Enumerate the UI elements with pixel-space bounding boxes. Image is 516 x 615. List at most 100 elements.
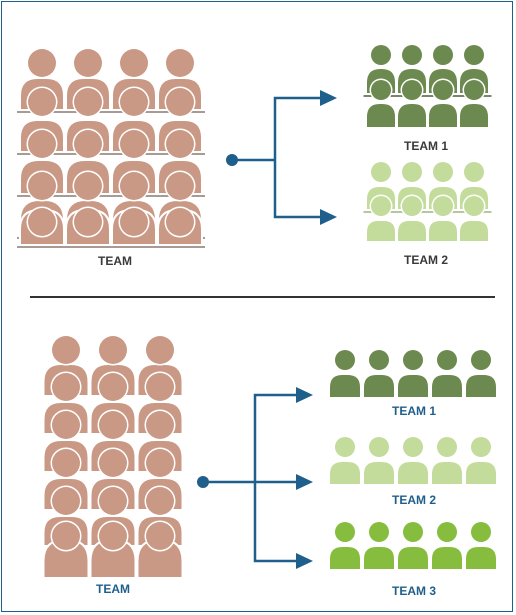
person-head xyxy=(146,522,174,550)
person-head xyxy=(28,49,56,77)
person-head xyxy=(402,80,422,100)
person-head xyxy=(146,373,174,401)
top-team-label: TEAM xyxy=(98,254,132,268)
person-head xyxy=(371,162,391,182)
person-head xyxy=(74,88,102,116)
person-head xyxy=(99,336,127,364)
person-head xyxy=(335,350,355,370)
person-head xyxy=(120,88,148,116)
person-head xyxy=(120,130,148,158)
person-head xyxy=(74,130,102,158)
bottom-connector xyxy=(203,393,298,563)
bottom-team-1-group xyxy=(328,348,498,399)
person-head xyxy=(166,130,194,158)
person-head xyxy=(166,88,194,116)
arrow-to-bottom-team-1 xyxy=(296,387,313,403)
bottom-team-label: TEAM xyxy=(96,582,130,596)
person-head xyxy=(28,172,56,200)
person-head xyxy=(166,208,194,236)
person-head xyxy=(52,336,80,364)
person-body xyxy=(430,460,464,486)
person-body xyxy=(362,460,396,486)
arrow-to-bottom-team-2 xyxy=(296,474,313,490)
person-head xyxy=(74,49,102,77)
person-head xyxy=(74,208,102,236)
person-head xyxy=(369,522,389,542)
person-head xyxy=(433,45,453,65)
person-body xyxy=(328,373,362,399)
person-head xyxy=(371,80,391,100)
person-head xyxy=(402,45,422,65)
person-head xyxy=(403,350,423,370)
person-head xyxy=(99,487,127,515)
person-body xyxy=(430,545,464,571)
person-head xyxy=(402,196,422,216)
person-head xyxy=(433,162,453,182)
person-body xyxy=(328,545,362,571)
person-head xyxy=(28,88,56,116)
person-head xyxy=(146,487,174,515)
person-head xyxy=(402,162,422,182)
person-head xyxy=(464,196,484,216)
bottom-team-group xyxy=(42,334,184,579)
top-team-2-row xyxy=(365,194,490,243)
person-head xyxy=(471,522,491,542)
top-team-2-group xyxy=(363,160,492,243)
person-head xyxy=(335,522,355,542)
person-head xyxy=(464,162,484,182)
arrow-to-bottom-team-3 xyxy=(296,553,313,569)
person-head xyxy=(120,49,148,77)
person-body xyxy=(464,460,498,486)
person-head xyxy=(99,373,127,401)
top-split-arrows xyxy=(226,90,337,225)
person-head xyxy=(464,80,484,100)
bottom-team-1-row xyxy=(328,348,498,399)
person-head xyxy=(369,437,389,457)
person-head xyxy=(146,411,174,439)
person-head xyxy=(52,522,80,550)
person-head xyxy=(52,411,80,439)
person-head xyxy=(437,522,457,542)
person-head xyxy=(120,172,148,200)
person-head xyxy=(371,196,391,216)
person-head xyxy=(99,449,127,477)
bottom-team-3-group xyxy=(328,520,498,571)
bottom-team-2-row xyxy=(328,435,498,486)
person-head xyxy=(166,172,194,200)
person-head xyxy=(433,196,453,216)
person-body xyxy=(396,460,430,486)
bottom-team-row xyxy=(42,520,184,579)
person-head xyxy=(74,172,102,200)
top-team-row xyxy=(17,206,205,248)
person-head xyxy=(146,449,174,477)
person-head xyxy=(166,49,194,77)
top-team-1-label: TEAM 1 xyxy=(404,139,448,153)
person-head xyxy=(335,437,355,457)
person-body xyxy=(464,373,498,399)
person-head xyxy=(433,80,453,100)
bottom-team-1-label: TEAM 1 xyxy=(392,404,436,418)
person-body xyxy=(362,545,396,571)
bottom-team-3-label: TEAM 3 xyxy=(392,584,436,598)
bottom-team-2-label: TEAM 2 xyxy=(392,493,436,507)
person-head xyxy=(403,522,423,542)
top-team-1-group xyxy=(363,43,492,129)
person-body xyxy=(464,545,498,571)
person-body xyxy=(362,373,396,399)
bottom-team-3-row xyxy=(328,520,498,571)
arrow-to-top-team-1 xyxy=(320,90,337,106)
top-team-group xyxy=(17,47,205,248)
person-body xyxy=(427,102,459,129)
person-body xyxy=(365,102,397,129)
person-head xyxy=(371,45,391,65)
bottom-split-arrows xyxy=(197,387,313,569)
person-head xyxy=(369,350,389,370)
person-body xyxy=(396,102,428,129)
person-head xyxy=(52,449,80,477)
person-body xyxy=(328,460,362,486)
bottom-team-2-group xyxy=(328,435,498,486)
person-head xyxy=(146,336,174,364)
person-body xyxy=(430,373,464,399)
person-head xyxy=(471,437,491,457)
person-head xyxy=(403,437,423,457)
